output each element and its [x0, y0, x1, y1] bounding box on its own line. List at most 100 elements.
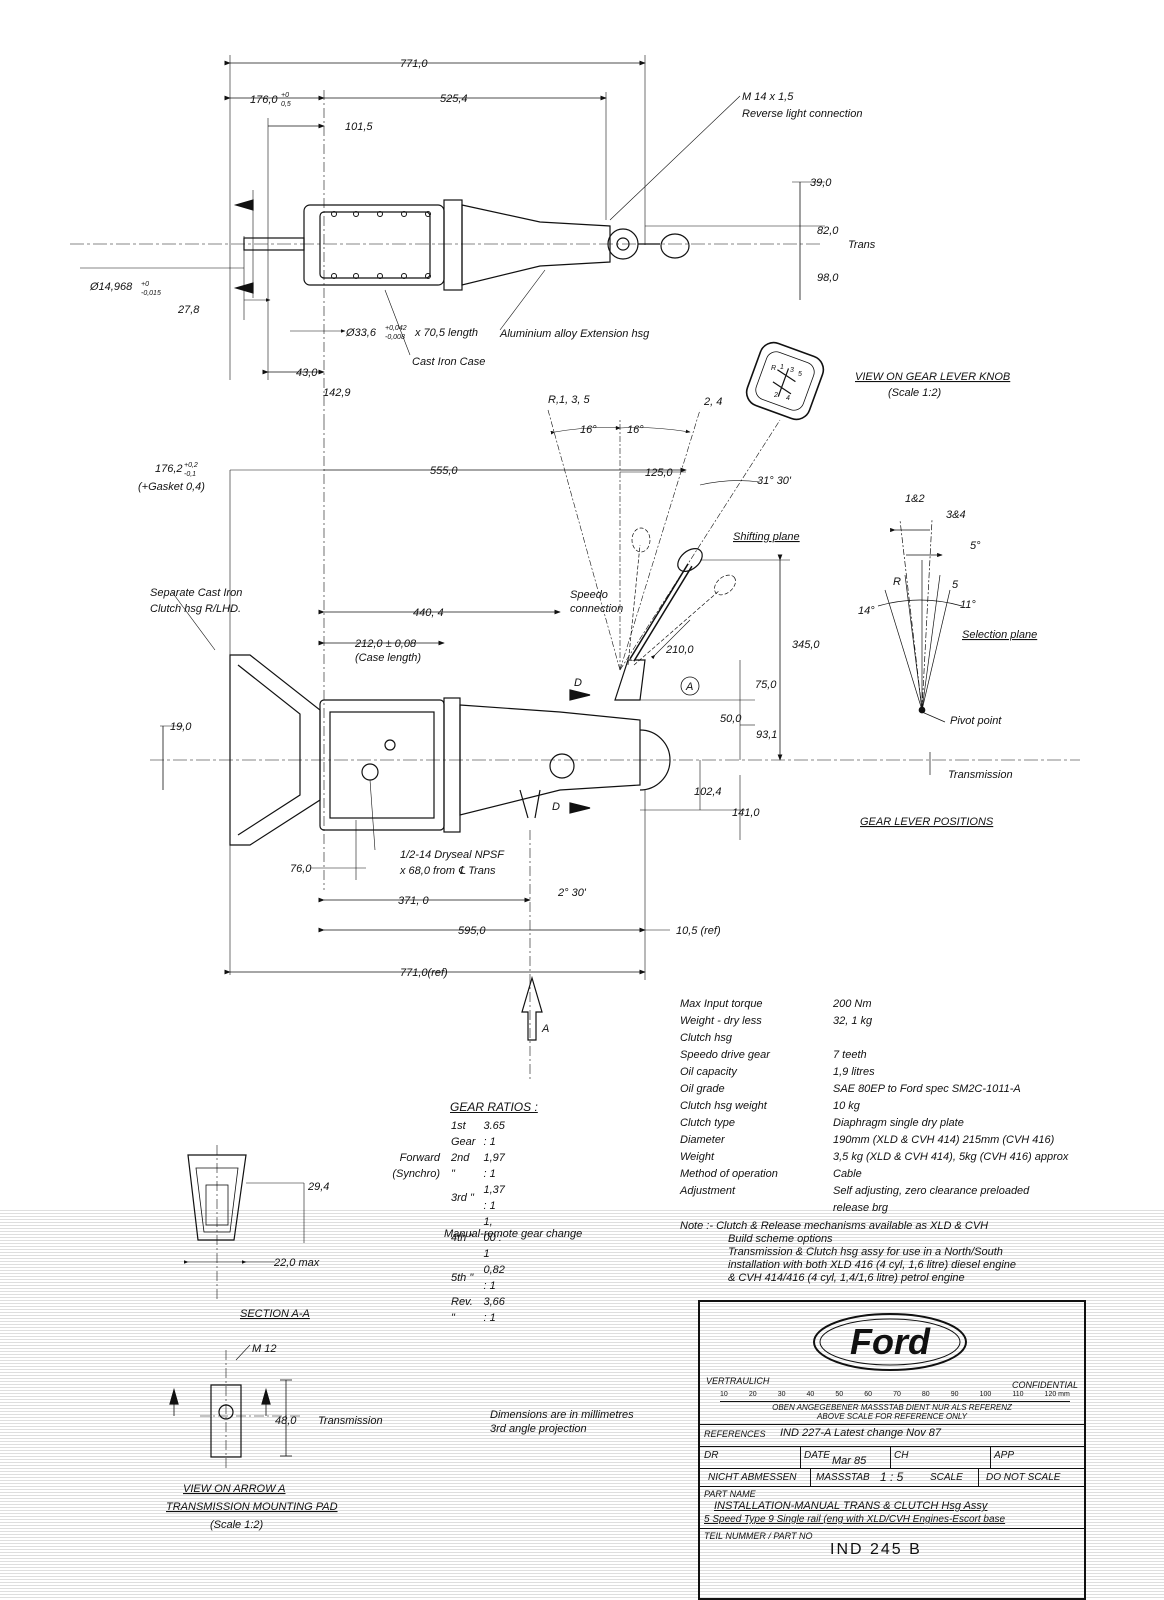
gear-ratio: 1,97 : 1: [483, 1152, 505, 1180]
scale-tick: 30: [777, 1391, 786, 1398]
spec-label: Diameter: [680, 1134, 725, 1146]
lever-angle-14: 14°: [858, 605, 875, 617]
spec-label: Weight: [680, 1151, 715, 1163]
thread-spec: M 14 x 1,5: [742, 91, 794, 103]
scale-value: 1 : 5: [880, 1470, 904, 1484]
arrow-view: [169, 1344, 300, 1470]
gear-group-line2: (Synchro): [392, 1168, 440, 1180]
table-row: 2nd " 1,97 : 1: [447, 1150, 509, 1182]
spec-label: Method of operation: [680, 1168, 778, 1180]
part-no-row: TEIL NUMMER / PART NO IND 245 B: [700, 1528, 1084, 1597]
gear-name: 2nd ": [451, 1152, 470, 1180]
dim-210: 210,0: [665, 644, 694, 656]
lever-angle-11: 11°: [960, 599, 976, 611]
part-name-label: PART NAME: [704, 1489, 756, 1499]
arrow-view-title-1: VIEW ON ARROW A: [183, 1483, 285, 1495]
section-d-upper: D: [574, 677, 582, 689]
gear-ratio: 0,82 : 1: [483, 1264, 505, 1292]
side-view: [150, 409, 1080, 1080]
scale-note-de: OBEN ANGEGEBENER MASSSTAB DIENT NUR ALS …: [772, 1403, 1012, 1412]
spec-row: release brg: [680, 1200, 1090, 1217]
arrow-view-scale: (Scale 1:2): [210, 1519, 264, 1531]
arrow-view-transmission: Transmission: [318, 1415, 383, 1427]
section-aa-dim-22: 22,0 max: [273, 1257, 320, 1269]
dim-75: 75,0: [755, 679, 777, 691]
spec-row: Clutch type Diaphragm single dry plate: [680, 1115, 1090, 1132]
ford-logo-text: Ford: [850, 1321, 931, 1362]
dim-525: 525,4: [440, 93, 468, 105]
spec-label: [680, 1200, 833, 1217]
drain-plug-label-2: x 68,0 from ℄ Trans: [399, 865, 496, 877]
section-aa-labels: 29,4 22,0 max SECTION A-A: [240, 1181, 329, 1320]
table-row: 4th "1, 00 : 1: [447, 1214, 509, 1262]
knob-gear-5: 5: [798, 371, 802, 378]
note-line: Transmission & Clutch hsg assy for use i…: [728, 1246, 1003, 1258]
part-name-line2: 5 Speed Type 9 Single rail (eng with XLD…: [704, 1514, 1006, 1525]
spec-value: 190mm (XLD & CVH 414) 215mm (CVH 416): [833, 1134, 1055, 1146]
part-no-label: TEIL NUMMER / PART NO: [704, 1531, 813, 1541]
dim-176-side: 176,2: [155, 463, 183, 475]
note-line: installation with both XLD 416 (4 cyl, 1…: [728, 1259, 1016, 1271]
spec-value: 10 kg: [833, 1100, 860, 1112]
scale-note-en: ABOVE SCALE FOR REFERENCE ONLY: [817, 1412, 967, 1421]
nicht-abmessen-label: NICHT ABMESSEN: [708, 1472, 797, 1483]
knob-gear-4: 4: [786, 395, 790, 402]
dim-82: 82,0: [817, 225, 839, 237]
selection-plane-label: Selection plane: [962, 629, 1037, 641]
gear-knob-view: [745, 341, 825, 421]
scale-tick: 80: [921, 1391, 930, 1398]
gear-name: 5th ": [451, 1272, 474, 1284]
spec-value: Diaphragm single dry plate: [833, 1117, 964, 1129]
spec-value: 32, 1 kg: [833, 1015, 873, 1027]
knob-gear-2: 2: [773, 392, 778, 399]
shifting-plane-label: Shifting plane: [733, 531, 800, 543]
speedo-label-1: Speedo: [570, 589, 608, 601]
spec-label: Clutch hsg: [680, 1032, 732, 1044]
dim-102: 102,4: [694, 786, 722, 798]
dim-10-ref: 10,5 (ref): [676, 925, 721, 937]
shaft-tol-upper: +0: [141, 281, 149, 288]
gear-lever-positions: [877, 519, 963, 775]
massstab-label: MASSSTAB: [816, 1472, 870, 1483]
note-line: Build scheme options: [728, 1233, 833, 1245]
scale-tick: 20: [748, 1391, 757, 1398]
spec-label: Clutch type: [680, 1117, 736, 1129]
knob-gear-3: 3: [790, 367, 794, 374]
section-aa-dim-29: 29,4: [307, 1181, 329, 1193]
spec-label: Weight - dry less: [680, 1015, 762, 1027]
dim-345: 345,0: [792, 639, 820, 651]
gasket-note: (+Gasket 0,4): [138, 481, 205, 493]
lever-cl-5: 5: [952, 579, 959, 591]
section-aa-title: SECTION A-A: [240, 1308, 310, 1320]
gear-name: Rev. ": [451, 1296, 473, 1324]
trans-centreline-label: Trans: [848, 239, 876, 251]
shaft-tol-lower: -0,015: [141, 290, 161, 297]
dim-176-side-tol-upper: +0,2: [184, 462, 198, 469]
top-view-labels: 771,0 176,0 +0 0,5 525,4 101,5 M 14 x 1,…: [89, 58, 876, 379]
gear-lever-labels: 1&2 3&4 5° R 5 14° 11° Selection plane P…: [858, 493, 1037, 828]
gear-ratios-footer: Manual-remote gear change: [444, 1228, 583, 1240]
pivot-point-label: Pivot point: [950, 715, 1002, 727]
lever-cl-12: 1&2: [905, 493, 925, 505]
centre-r135: R,1, 3, 5: [548, 394, 590, 406]
scale-tick: 60: [864, 1391, 873, 1398]
reverse-light-label: Reverse light connection: [742, 108, 862, 120]
alu-extension-label: Aluminium alloy Extension hsg: [499, 328, 650, 340]
date-label: DATE: [804, 1450, 830, 1461]
dim-19: 19,0: [170, 721, 192, 733]
shaft-diameter: Ø14,968: [89, 281, 133, 293]
scale-tick: 90: [950, 1391, 959, 1398]
gear-ratios-title: GEAR RATIOS :: [450, 1100, 538, 1114]
spec-value: SAE 80EP to Ford spec SM2C-1011-A: [833, 1083, 1021, 1095]
dim-overall-top: 771,0: [400, 58, 428, 70]
marker-a: A: [685, 681, 693, 693]
vertraulich-label: VERTRAULICH: [706, 1376, 770, 1386]
